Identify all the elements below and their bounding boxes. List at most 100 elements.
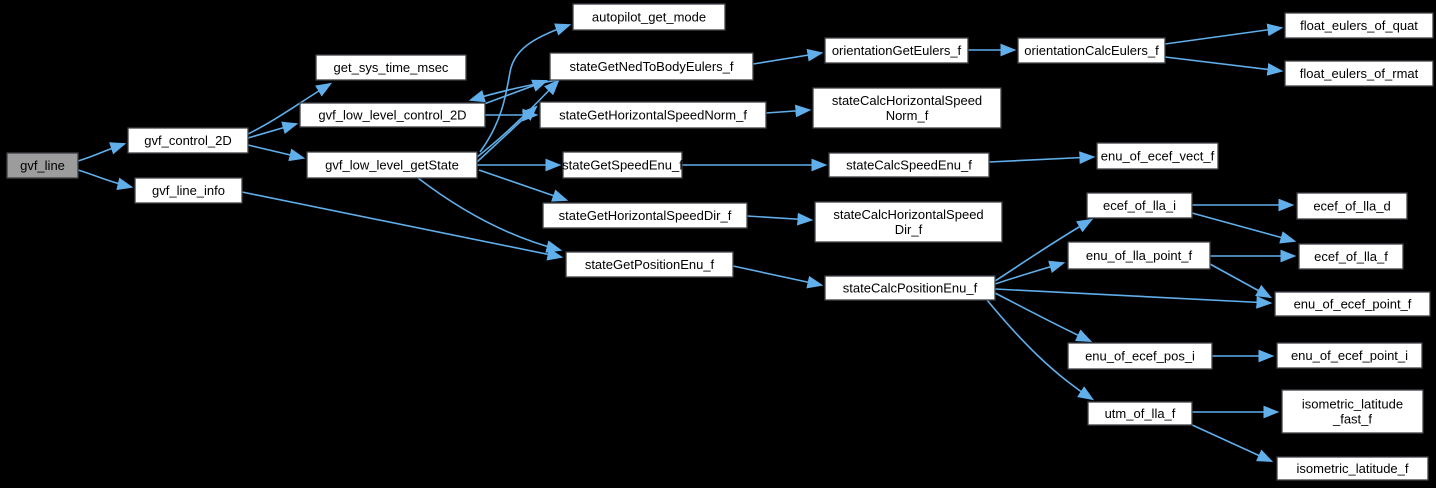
node-box[interactable]	[828, 152, 990, 178]
node-box[interactable]	[1276, 456, 1429, 481]
node-label: gvf_line	[20, 158, 65, 173]
edge-gvf_low_level_getState--stateGetPositionEnu_f	[417, 177, 563, 253]
edge-gvf_control_2D--get_sys_time_msec	[247, 82, 333, 135]
node-box[interactable]	[134, 177, 243, 204]
node-box[interactable]	[127, 127, 249, 154]
node-box[interactable]	[562, 151, 683, 179]
edge-gvf_line_info--stateGetPositionEnu_f	[241, 191, 564, 261]
node-box[interactable]	[1087, 401, 1193, 426]
node-box[interactable]	[1067, 241, 1211, 270]
node-label: gvf_control_2D	[144, 133, 231, 148]
node-float_eulers_of_quat[interactable]: float_eulers_of_quat	[1284, 12, 1434, 39]
node-label: isometric_latitude_f	[1297, 461, 1409, 476]
edge-stateCalcPositionEnu_f--enu_of_lla_point_f	[994, 260, 1066, 285]
node-box[interactable]	[299, 102, 486, 128]
node-label: stateGetHorizontalSpeedNorm_f	[559, 108, 747, 123]
node-gvf_low_level_getState[interactable]: gvf_low_level_getState	[306, 151, 478, 179]
node-stateCalcSpeedEnu_f[interactable]: stateCalcSpeedEnu_f	[828, 152, 990, 178]
node-box[interactable]	[542, 202, 748, 229]
node-ecef_of_lla_i[interactable]: ecef_of_lla_i	[1086, 192, 1193, 219]
edge-gvf_line--gvf_line_info	[77, 169, 134, 191]
edge-orientationCalcEulers_f--float_eulers_of_rmat	[1164, 56, 1284, 76]
node-box[interactable]	[812, 87, 1002, 129]
node-label: gvf_line_info	[152, 183, 225, 198]
node-orientationGetEulers_f[interactable]: orientationGetEulers_f	[824, 37, 969, 64]
node-box[interactable]	[306, 151, 478, 179]
edge-stateGetNedToBodyEulers_f--orientationGetEulers_f	[752, 48, 824, 65]
node-isometric_latitude_f[interactable]: isometric_latitude_f	[1276, 456, 1429, 481]
node-gvf_control_2D[interactable]: gvf_control_2D	[127, 127, 249, 154]
node-gvf_low_level_control_2D[interactable]: gvf_low_level_control_2D	[299, 102, 486, 128]
node-enu_of_ecef_point_f[interactable]: enu_of_ecef_point_f	[1274, 291, 1431, 317]
node-box[interactable]	[1017, 37, 1166, 64]
node-box[interactable]	[1276, 342, 1423, 369]
node-stateGetHorizontalSpeedNorm_f[interactable]: stateGetHorizontalSpeedNorm_f	[539, 101, 767, 129]
node-stateCalcPositionEnu_f[interactable]: stateCalcPositionEnu_f	[824, 275, 996, 301]
node-autopilot_get_mode[interactable]: autopilot_get_mode	[572, 3, 726, 31]
node-box[interactable]	[814, 201, 1003, 243]
node-label: orientationGetEulers_f	[832, 43, 962, 58]
node-float_eulers_of_rmat[interactable]: float_eulers_of_rmat	[1284, 60, 1434, 87]
node-label: autopilot_get_mode	[592, 10, 706, 25]
node-label: gvf_low_level_control_2D	[318, 108, 466, 123]
node-label: enu_of_lla_point_f	[1086, 248, 1193, 263]
node-get_sys_time_msec[interactable]: get_sys_time_msec	[315, 54, 467, 81]
node-gvf_line[interactable]: gvf_line	[6, 152, 79, 179]
node-utm_of_lla_f[interactable]: utm_of_lla_f	[1087, 401, 1193, 426]
node-isometric_latitude_fast_f[interactable]: isometric_latitude_fast_f	[1281, 389, 1424, 434]
node-gvf_line_info[interactable]: gvf_line_info	[134, 177, 243, 204]
edge-stateCalcPositionEnu_f--ecef_of_lla_i	[994, 218, 1094, 282]
node-box[interactable]	[1086, 192, 1193, 219]
node-box[interactable]	[1296, 192, 1408, 220]
node-label: isometric_latitude_fast_f	[1302, 397, 1403, 427]
node-box[interactable]	[539, 101, 767, 129]
node-label: orientationCalcEulers_f	[1024, 43, 1159, 58]
node-label: enu_of_ecef_point_i	[1291, 348, 1408, 363]
node-box[interactable]	[1096, 142, 1219, 170]
node-stateGetNedToBodyEulers_f[interactable]: stateGetNedToBodyEulers_f	[549, 52, 754, 81]
node-box[interactable]	[824, 275, 996, 301]
node-box[interactable]	[1284, 12, 1434, 39]
node-box[interactable]	[1281, 389, 1424, 434]
node-orientationCalcEulers_f[interactable]: orientationCalcEulers_f	[1017, 37, 1166, 64]
node-enu_of_ecef_vect_f[interactable]: enu_of_ecef_vect_f	[1096, 142, 1219, 170]
node-label: stateGetNedToBodyEulers_f	[569, 59, 733, 74]
node-ecef_of_lla_d[interactable]: ecef_of_lla_d	[1296, 192, 1408, 220]
edge-stateGetHorizontalSpeedDir_f--stateCalcHorizontalSpeedDir_f	[746, 212, 814, 226]
edge-orientationCalcEulers_f--float_eulers_of_quat	[1164, 23, 1284, 45]
node-label: gvf_low_level_getState	[325, 158, 459, 173]
edge-ecef_of_lla_i--ecef_of_lla_f	[1191, 212, 1297, 244]
highlighted-node-box[interactable]	[6, 152, 79, 179]
node-box[interactable]	[824, 37, 969, 64]
node-label: float_eulers_of_rmat	[1300, 66, 1419, 81]
node-label: get_sys_time_msec	[334, 60, 449, 75]
edge-enu_of_lla_point_f--enu_of_ecef_point_f	[1209, 263, 1273, 299]
edge-stateCalcPositionEnu_f--utm_of_lla_f	[986, 299, 1095, 401]
edge-utm_of_lla_f--isometric_latitude_f	[1189, 423, 1274, 462]
node-enu_of_ecef_pos_i[interactable]: enu_of_ecef_pos_i	[1067, 342, 1213, 370]
edge-gvf_low_level_getState--stateGetHorizontalSpeedDir_f	[478, 169, 569, 202]
node-label: enu_of_ecef_vect_f	[1101, 149, 1215, 164]
node-stateGetPositionEnu_f[interactable]: stateGetPositionEnu_f	[565, 251, 734, 278]
node-box[interactable]	[315, 54, 467, 81]
node-box[interactable]	[565, 251, 734, 278]
node-label: float_eulers_of_quat	[1300, 18, 1418, 33]
edge-gvf_low_level_getState--stateGetNedToBodyEulers_f	[476, 79, 560, 158]
node-box[interactable]	[1274, 291, 1431, 317]
node-ecef_of_lla_f[interactable]: ecef_of_lla_f	[1298, 243, 1404, 270]
node-box[interactable]	[1284, 60, 1434, 87]
node-stateGetSpeedEnu_f[interactable]: stateGetSpeedEnu_f	[562, 151, 683, 179]
edge-stateCalcPositionEnu_f--enu_of_ecef_point_f	[994, 288, 1273, 309]
node-stateGetHorizontalSpeedDir_f[interactable]: stateGetHorizontalSpeedDir_f	[542, 202, 748, 229]
node-box[interactable]	[549, 52, 754, 81]
node-enu_of_ecef_point_i[interactable]: enu_of_ecef_point_i	[1276, 342, 1423, 369]
node-box[interactable]	[1067, 342, 1213, 370]
edge-stateCalcPositionEnu_f--enu_of_ecef_pos_i	[994, 292, 1093, 343]
edge-gvf_low_level_getState--stateGetHorizontalSpeedNorm_f	[476, 105, 538, 163]
node-box[interactable]	[572, 3, 726, 31]
node-enu_of_lla_point_f[interactable]: enu_of_lla_point_f	[1067, 241, 1211, 270]
node-box[interactable]	[1298, 243, 1404, 270]
